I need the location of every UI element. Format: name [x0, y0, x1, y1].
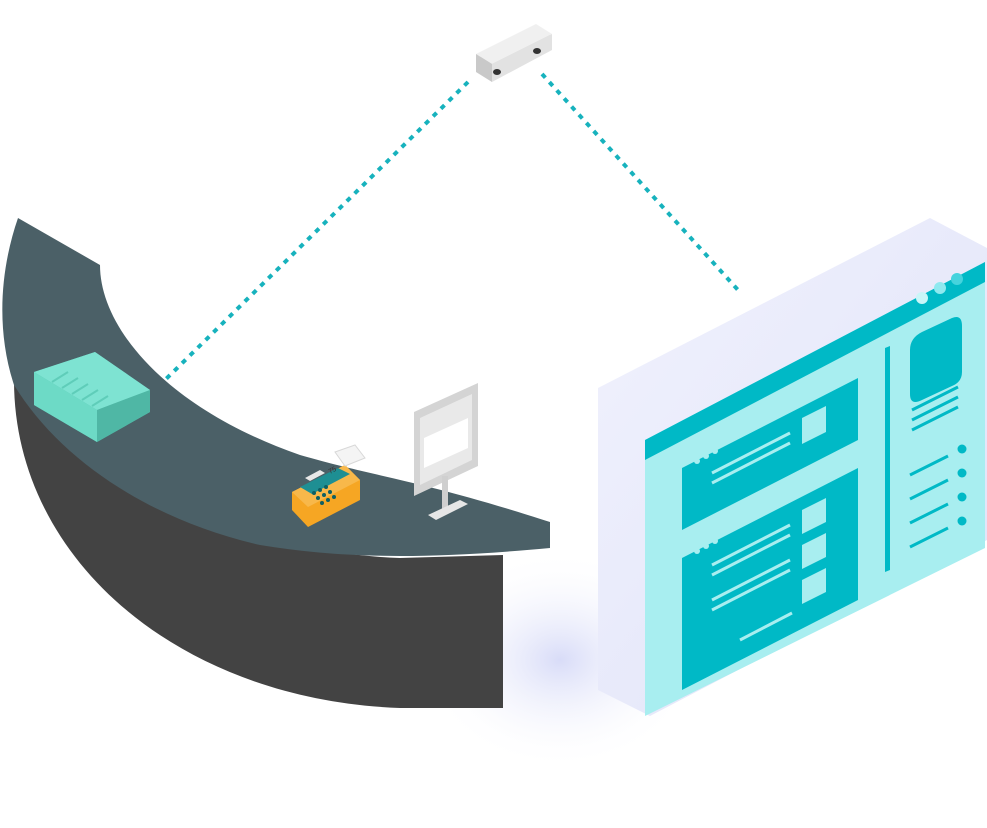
- sensor-rays: [163, 72, 740, 382]
- terminal-display-text: 75: [328, 466, 338, 476]
- dashboard-card-1: [682, 378, 858, 530]
- card-payment-terminal-icon: 75: [292, 444, 366, 527]
- window-dots: [916, 273, 963, 304]
- reception-desk-icon: [2, 218, 551, 708]
- ceiling-people-counter-sensor-icon: [476, 24, 552, 82]
- cash-register-box-icon: [34, 352, 150, 442]
- dashboard-list: [909, 444, 967, 549]
- dashboard-profile: [910, 317, 962, 432]
- standing-sign-icon: [414, 383, 478, 520]
- ray-to-counter: [163, 80, 470, 382]
- desk-top: [2, 218, 551, 556]
- ray-to-dashboard: [540, 72, 740, 292]
- dashboard-card-2: [682, 468, 858, 690]
- dashboard-title-bar: [645, 262, 985, 460]
- analytics-dashboard-window-icon: [598, 218, 987, 716]
- dashboard-divider: [885, 346, 890, 572]
